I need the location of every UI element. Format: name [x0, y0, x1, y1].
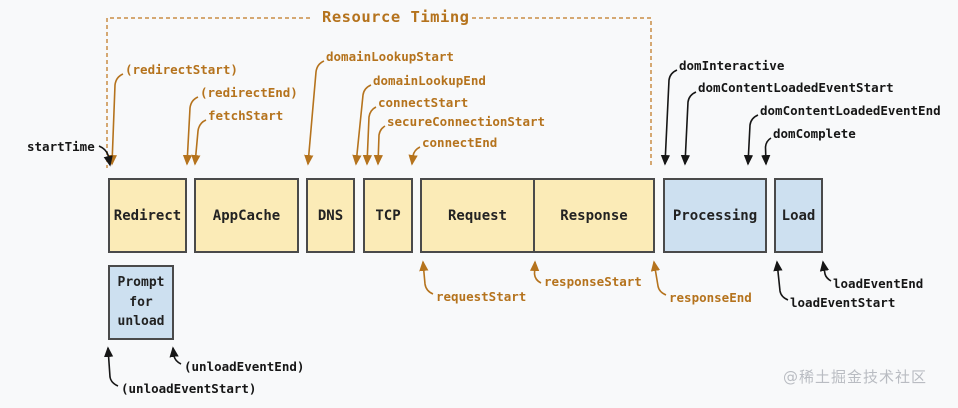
label-domain-lookup-end: domainLookupEnd: [373, 73, 486, 88]
resource-timing-bracket-left: [106, 17, 310, 168]
arrow-domain-lookup-end: [352, 84, 372, 166]
phase-box-response: Response: [533, 180, 653, 251]
label-unload-event-end: (unloadEventEnd): [184, 359, 305, 374]
phase-box-request: Request: [422, 180, 533, 251]
phase-label-prompt-for-unload: Prompt for unload: [117, 275, 165, 330]
label-redirect-start: (redirectStart): [125, 62, 238, 77]
label-load-event-end: loadEventEnd: [833, 276, 924, 291]
label-dom-content-loaded-event-end: domContentLoadedEventEnd: [760, 103, 941, 118]
label-response-end: responseEnd: [669, 290, 752, 305]
phase-box-request-response: Request Response: [420, 178, 655, 253]
arrow-response-end: [650, 260, 667, 296]
label-dom-content-loaded-event-start: domContentLoadedEventStart: [698, 80, 894, 95]
phase-label-dns: DNS: [317, 207, 344, 224]
diagram-title: Resource Timing: [322, 8, 470, 26]
phase-box-redirect: Redirect: [108, 178, 187, 253]
watermark: @稀土掘金技术社区: [783, 368, 928, 386]
label-fetch-start: fetchStart: [208, 108, 284, 123]
phase-box-prompt-for-unload: Prompt for unload: [108, 265, 174, 340]
arrow-unload-event-start: [103, 346, 119, 387]
phase-label-processing: Processing: [672, 207, 758, 224]
arrow-redirect-start: [107, 73, 124, 166]
label-connect-end: connectEnd: [422, 135, 498, 150]
label-load-event-start: loadEventStart: [790, 295, 896, 310]
arrow-dom-content-loaded-event-end: [743, 114, 759, 166]
arrow-request-start: [419, 260, 434, 295]
label-domain-lookup-start: domainLookupStart: [326, 49, 454, 64]
arrow-secure-connection-start: [373, 125, 386, 166]
phase-box-load: Load: [774, 178, 823, 253]
arrow-response-start: [529, 260, 542, 284]
phase-label-appcache: AppCache: [212, 207, 281, 224]
phase-box-dns: DNS: [306, 178, 355, 253]
label-request-start: requestStart: [436, 289, 527, 304]
label-redirect-end: (redirectEnd): [200, 85, 298, 100]
arrow-dom-interactive: [660, 69, 678, 166]
label-dom-interactive: domInteractive: [679, 58, 785, 73]
label-secure-connection-start: secureConnectionStart: [387, 114, 546, 129]
arrow-dom-complete: [761, 137, 772, 166]
label-dom-complete: domComplete: [773, 126, 856, 141]
arrow-dom-content-loaded-event-start: [680, 91, 697, 166]
arrow-start-time: [98, 145, 113, 167]
arrow-load-event-start: [773, 260, 789, 301]
label-response-start: responseStart: [544, 274, 642, 289]
arrow-unload-event-end: [169, 346, 182, 365]
phase-box-appcache: AppCache: [194, 178, 299, 253]
arrow-domain-lookup-start: [304, 60, 325, 166]
phase-label-response: Response: [560, 207, 628, 224]
arrow-redirect-end: [182, 96, 199, 166]
label-start-time: startTime: [27, 139, 95, 154]
arrow-connect-start: [362, 106, 377, 166]
phase-label-request: Request: [447, 207, 507, 224]
arrow-connect-end: [408, 146, 421, 166]
phase-box-tcp: TCP: [363, 178, 413, 253]
label-unload-event-start: (unloadEventStart): [121, 381, 257, 396]
resource-timing-bracket-right: [472, 17, 652, 168]
label-connect-start: connectStart: [378, 95, 469, 110]
phase-label-load: Load: [781, 207, 816, 224]
phase-label-tcp: TCP: [375, 207, 401, 224]
arrow-fetch-start: [191, 119, 207, 166]
phase-box-processing: Processing: [663, 178, 767, 253]
arrow-load-event-end: [819, 260, 832, 282]
phase-label-redirect: Redirect: [113, 207, 182, 224]
